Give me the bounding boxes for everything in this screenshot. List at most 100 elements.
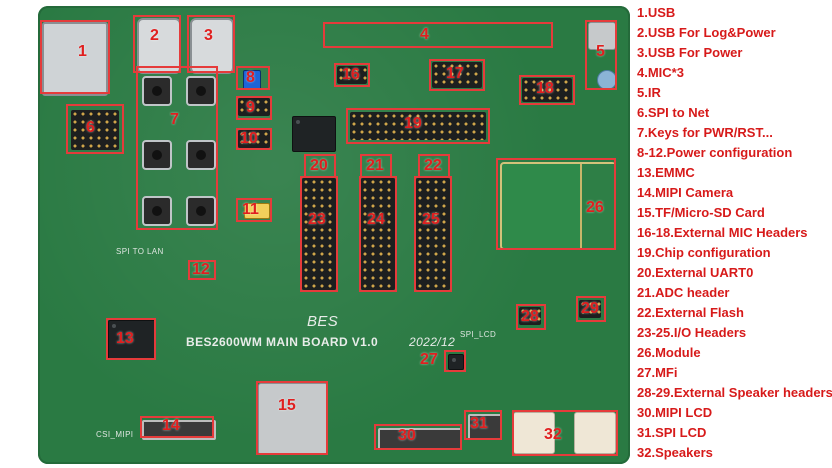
callout-20: 20: [310, 157, 328, 174]
annotation-box-29: [576, 296, 606, 322]
annotation-box-4: [323, 22, 553, 48]
callout-7: 7: [170, 111, 179, 128]
callout-12: 12: [192, 261, 210, 278]
speaker-connector-right: [574, 412, 616, 454]
callout-1: 1: [78, 43, 87, 60]
callout-5: 5: [596, 43, 605, 60]
legend-item-12: 16-18.External MIC Headers: [637, 225, 808, 240]
mfi-chip: [448, 354, 464, 370]
mipi-camera-connector: [142, 420, 216, 440]
key-button-4: [186, 140, 216, 170]
legend-item-13: 19.Chip configuration: [637, 245, 771, 260]
module-antenna: [580, 164, 614, 248]
speaker-connector-left: [513, 412, 555, 454]
callout-2: 2: [150, 27, 159, 44]
callout-19: 19: [404, 115, 422, 132]
callout-30: 30: [398, 427, 416, 444]
legend-item-21: 30.MIPI LCD: [637, 405, 713, 420]
key-button-5: [142, 196, 172, 226]
legend-item-19: 27.MFi: [637, 365, 678, 380]
callout-28: 28: [521, 308, 539, 325]
callout-9: 9: [246, 99, 255, 116]
io-header-23: [302, 178, 336, 290]
legend-item-6: 6.SPI to Net: [637, 105, 710, 120]
callout-3: 3: [204, 27, 213, 44]
annotation-box-30: [374, 424, 462, 450]
callout-25: 25: [422, 211, 440, 228]
key-button-1: [142, 76, 172, 106]
callout-16: 16: [342, 66, 360, 83]
callout-6: 6: [86, 119, 95, 136]
usb-a-port: [42, 22, 108, 96]
silk-spi-lcd: SPI_LCD: [460, 330, 497, 339]
annotation-box-5: [585, 20, 617, 90]
legend-item-18: 26.Module: [637, 345, 701, 360]
annotation-box-10: [236, 128, 272, 150]
chip-config-header: [350, 112, 486, 140]
annotation-box-26: [496, 158, 616, 250]
callout-8: 8: [246, 69, 255, 86]
annotation-box-15: [256, 381, 328, 455]
io-header-25: [416, 178, 450, 290]
callout-29: 29: [581, 300, 599, 317]
callout-21: 21: [366, 157, 384, 174]
annotation-box-24: [359, 176, 397, 292]
external-mic-header-17: [432, 62, 482, 88]
external-mic-header-18: [522, 78, 572, 102]
legend-item-4: 4.MIC*3: [637, 65, 684, 80]
annotation-box-12: [188, 260, 216, 280]
annotation-box-9: [236, 96, 272, 120]
annotation-box-7: [136, 66, 218, 230]
silk-spi-to-lan: SPI TO LAN: [116, 247, 164, 256]
annotation-box-17: [429, 59, 485, 91]
callout-14: 14: [162, 417, 180, 434]
legend-item-7: 7.Keys for PWR/RST...: [637, 125, 773, 140]
legend-item-16: 22.External Flash: [637, 305, 744, 320]
callout-23: 23: [308, 211, 326, 228]
annotation-box-19: [346, 108, 490, 144]
annotation-box-1: [40, 20, 110, 94]
ir-receiver: [588, 22, 616, 50]
spi-to-net-header: [71, 110, 119, 150]
power-config-header-9: [238, 98, 270, 116]
annotation-box-25: [414, 176, 452, 292]
legend-item-11: 15.TF/Micro-SD Card: [637, 205, 765, 220]
legend-item-20: 28-29.External Speaker headers: [637, 385, 832, 400]
speaker-header-28: [519, 307, 541, 325]
power-config-header-10: [238, 130, 270, 148]
legend-item-5: 5.IR: [637, 85, 661, 100]
annotation-box-31: [464, 410, 502, 440]
annotation-box-2: [133, 15, 181, 73]
callout-31: 31: [470, 415, 488, 432]
annotation-box-16: [334, 63, 370, 87]
annotation-box-23: [300, 176, 338, 292]
annotation-box-6: [66, 104, 124, 154]
annotation-box-8: [236, 66, 270, 90]
annotation-box-11: [236, 198, 272, 222]
legend-item-17: 23-25.I/O Headers: [637, 325, 747, 340]
key-button-3: [142, 140, 172, 170]
silk-board-name: BES2600WM MAIN BOARD V1.0: [186, 335, 379, 349]
chip-config-ic: [292, 116, 336, 152]
callout-11: 11: [242, 201, 259, 218]
legend-item-9: 13.EMMC: [637, 165, 695, 180]
annotation-box-3: [187, 15, 235, 73]
key-button-6: [186, 196, 216, 226]
io-header-24: [361, 178, 395, 290]
external-mic-header-16: [337, 66, 367, 84]
callout-18: 18: [536, 80, 554, 97]
annotation-box-13: [106, 318, 156, 360]
annotation-box-32: [512, 410, 618, 456]
callout-4: 4: [420, 26, 429, 43]
legend-item-14: 20.External UART0: [637, 265, 754, 280]
legend-item-8: 8-12.Power configuration: [637, 145, 793, 160]
silk-date: 2022/12: [409, 335, 456, 349]
legend-list: 1.USB 2.USB For Log&Power 3.USB For Powe…: [637, 4, 832, 464]
silk-brand: BES: [307, 313, 339, 330]
legend-item-10: 14.MIPI Camera: [637, 185, 734, 200]
callout-27: 27: [420, 351, 438, 368]
callout-24: 24: [367, 211, 385, 228]
callout-10: 10: [240, 130, 258, 147]
callout-26: 26: [586, 199, 604, 216]
legend-item-1: 1.USB: [637, 5, 676, 20]
